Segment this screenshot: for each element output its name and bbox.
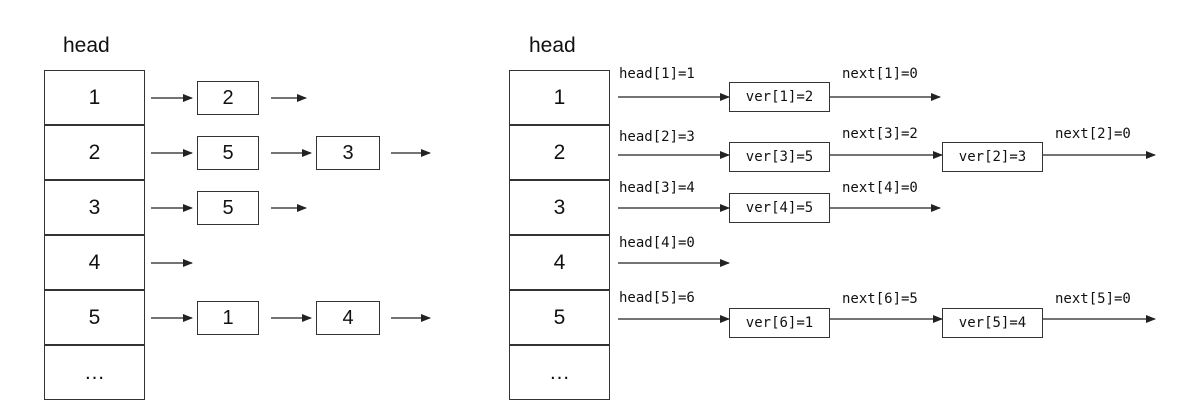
list-node: 1 [197,301,259,335]
left-head-cell: 2 [44,125,145,180]
head-value-label: head[2]=3 [619,129,695,145]
next-value-label: next[2]=0 [1055,126,1131,142]
left-head-cell: 5 [44,290,145,345]
right-head-cell: 3 [509,180,610,235]
right-head-cell: 5 [509,290,610,345]
right-head-title: head [529,34,576,57]
list-node: 5 [197,136,259,170]
left-head-cell: 4 [44,235,145,290]
list-node: 5 [197,191,259,225]
left-head-cell: 3 [44,180,145,235]
head-value-label: head[5]=6 [619,290,695,306]
head-value-label: head[1]=1 [619,66,695,82]
next-value-label: next[5]=0 [1055,291,1131,307]
left-head-cell: 1 [44,70,145,125]
ver-node: ver[5]=4 [942,308,1043,338]
left-head-title: head [63,34,110,57]
head-value-label: head[4]=0 [619,235,695,251]
list-node: 2 [197,81,259,115]
right-head-cell: 4 [509,235,610,290]
right-head-cell: 2 [509,125,610,180]
left-head-cell: … [44,345,145,400]
next-value-label: next[1]=0 [842,66,918,82]
next-value-label: next[6]=5 [842,291,918,307]
next-value-label: next[3]=2 [842,126,918,142]
head-value-label: head[3]=4 [619,180,695,196]
right-head-cell: … [509,345,610,400]
ver-node: ver[4]=5 [729,193,830,223]
next-value-label: next[4]=0 [842,180,918,196]
right-head-cell: 1 [509,70,610,125]
ver-node: ver[6]=1 [729,308,830,338]
ver-node: ver[3]=5 [729,142,830,172]
list-node: 4 [316,301,380,335]
ver-node: ver[1]=2 [729,82,830,112]
list-node: 3 [316,136,380,170]
ver-node: ver[2]=3 [942,142,1043,172]
